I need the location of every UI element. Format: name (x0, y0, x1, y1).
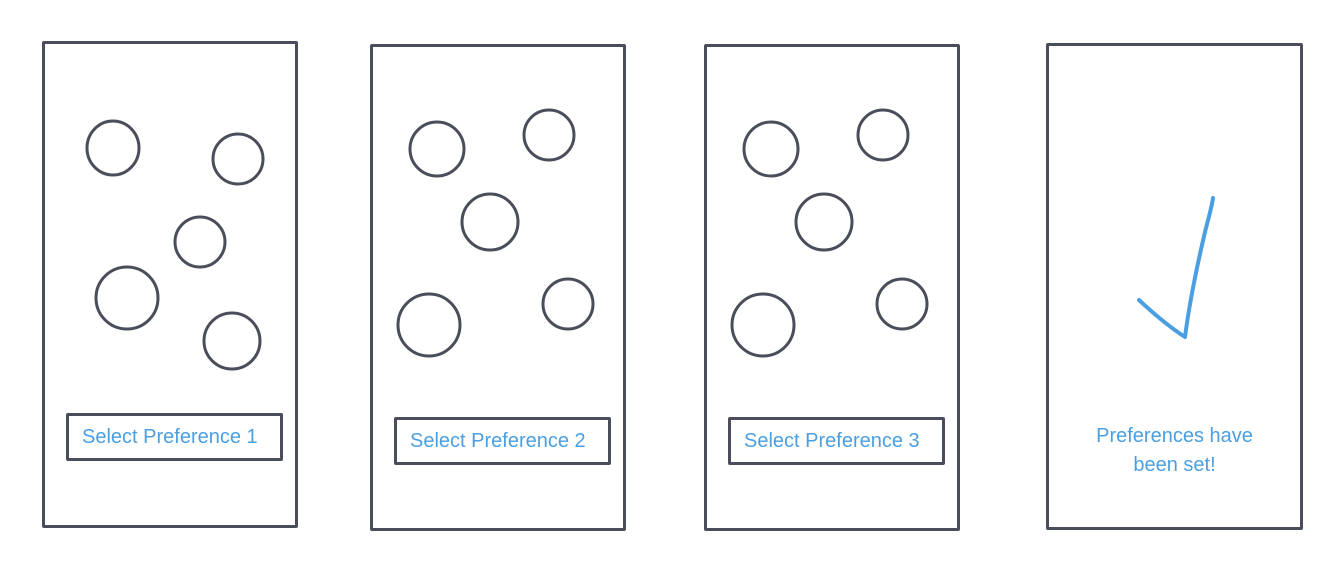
preference-options (730, 108, 929, 358)
preference-option-circle[interactable] (541, 277, 595, 331)
screen-preference-2: Select Preference 2 (370, 44, 626, 531)
confirmation-line-1: Preferences have (1096, 425, 1253, 447)
select-preference-3-button[interactable]: Select Preference 3 (728, 417, 945, 465)
preference-option-circle[interactable] (211, 132, 265, 186)
preference-option-circle[interactable] (85, 119, 141, 177)
preference-option-circle[interactable] (875, 277, 929, 331)
preference-option-circle[interactable] (856, 108, 910, 162)
preference-option-circle[interactable] (460, 192, 520, 252)
select-preference-1-button[interactable]: Select Preference 1 (66, 413, 283, 461)
select-preference-2-button[interactable]: Select Preference 2 (394, 417, 611, 465)
preference-options (85, 119, 265, 371)
preference-option-circle[interactable] (94, 265, 160, 331)
preference-option-circle[interactable] (794, 192, 854, 252)
confirmation-line-2: been set! (1133, 454, 1216, 476)
screen-confirmation: Preferences have been set! (1046, 43, 1303, 530)
preference-option-circle[interactable] (522, 108, 576, 162)
preference-option-circle[interactable] (742, 120, 800, 178)
screen-preference-3: Select Preference 3 (704, 44, 960, 531)
preference-option-circle[interactable] (202, 311, 262, 371)
checkmark-icon (1137, 196, 1215, 339)
preference-option-circle[interactable] (730, 292, 796, 358)
screen-preference-1: Select Preference 1 (42, 41, 298, 528)
preference-option-circle[interactable] (408, 120, 466, 178)
preference-options (396, 108, 595, 358)
preference-option-circle[interactable] (173, 215, 227, 269)
confirmation-message: Preferences have been set! (1049, 422, 1300, 480)
preference-option-circle[interactable] (396, 292, 462, 358)
